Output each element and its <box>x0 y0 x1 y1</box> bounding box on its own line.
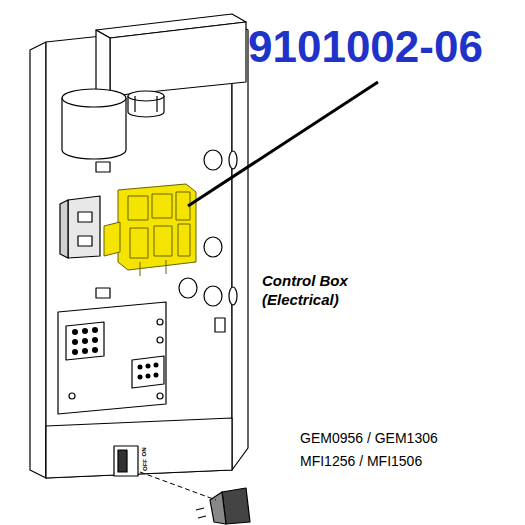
part-number: 9101002-06 <box>248 22 483 72</box>
model-numbers: MFI1256 / MFI1506 <box>300 453 422 469</box>
leader-line <box>188 82 378 206</box>
rocker-switch <box>222 488 250 524</box>
bottom-tray <box>46 418 232 478</box>
switch-marking: OFF <box>142 459 148 471</box>
explode-line <box>140 472 216 500</box>
switch-opening <box>114 446 138 476</box>
hood-front <box>110 22 246 96</box>
terminal-block-small <box>132 356 164 388</box>
control-board <box>118 184 196 270</box>
side-panel <box>232 22 248 470</box>
circuit-board <box>58 302 166 414</box>
hood-side <box>96 30 110 96</box>
switch-marking: ON <box>141 448 147 457</box>
caption-label: Control Box (Electrical) <box>262 271 368 309</box>
model-numbers: GEM0956 / GEM1306 <box>300 430 438 446</box>
motor-top <box>62 89 126 107</box>
side-flange <box>30 42 46 478</box>
relay <box>68 196 100 258</box>
terminal-block <box>66 322 104 360</box>
